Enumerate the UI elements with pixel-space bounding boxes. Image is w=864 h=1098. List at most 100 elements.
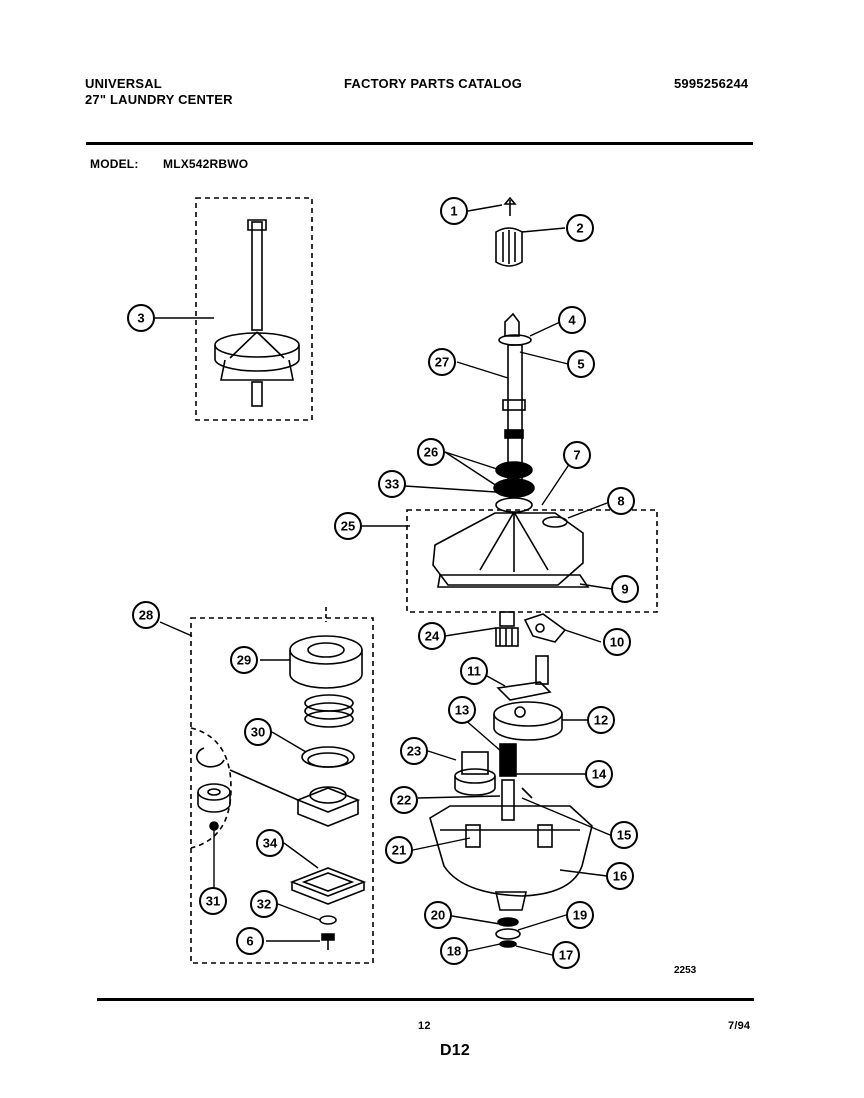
callout-12: 12 <box>587 706 615 734</box>
callout-label: 30 <box>251 725 265 740</box>
callout-circle <box>603 628 631 656</box>
callout-33: 33 <box>378 470 406 498</box>
callout-label: 28 <box>139 608 153 623</box>
callout-2: 2 <box>566 214 594 242</box>
callout-18: 18 <box>440 937 468 965</box>
spring-part <box>304 694 354 728</box>
callout-label: 22 <box>397 793 411 808</box>
shaft-part-22 <box>501 779 533 821</box>
callout-1: 1 <box>440 197 468 225</box>
callout-circle <box>244 718 272 746</box>
callout-circle <box>567 350 595 378</box>
washer-part-32 <box>319 915 337 925</box>
callout-label: 15 <box>617 828 631 843</box>
callout-circle <box>428 348 456 376</box>
seal-part-29 <box>289 635 363 689</box>
callout-30: 30 <box>244 718 272 746</box>
callout-label: 5 <box>577 357 584 372</box>
callout-label: 19 <box>573 908 587 923</box>
footer-rule <box>97 998 754 1001</box>
callout-10: 10 <box>603 628 631 656</box>
callout-label: 17 <box>559 948 573 963</box>
callout-label: 6 <box>246 934 253 949</box>
callout-21: 21 <box>385 836 413 864</box>
callout-4: 4 <box>558 306 586 334</box>
callout-23: 23 <box>400 737 428 765</box>
callout-circle <box>236 927 264 955</box>
callout-label: 32 <box>257 897 271 912</box>
gearcase-part-16 <box>429 805 593 911</box>
drive-shaft <box>493 312 535 513</box>
callout-label: 2 <box>576 221 583 236</box>
callout-circle <box>400 737 428 765</box>
callout-label: 12 <box>594 713 608 728</box>
callout-circle <box>417 438 445 466</box>
callout-circle <box>250 890 278 918</box>
callout-27: 27 <box>428 348 456 376</box>
snap-ring <box>195 747 225 768</box>
callout-29: 29 <box>230 646 258 674</box>
crank-part-11 <box>496 655 552 701</box>
callout-16: 16 <box>606 862 634 890</box>
callout-circle <box>230 646 258 674</box>
callout-label: 34 <box>263 836 278 851</box>
callout-circle <box>440 937 468 965</box>
callout-circle <box>127 304 155 332</box>
callout-label: 33 <box>385 477 399 492</box>
callout-31: 31 <box>199 887 227 915</box>
callout-17: 17 <box>552 941 580 969</box>
callout-circle <box>610 821 638 849</box>
callout-circle <box>448 696 476 724</box>
page-number: 12 <box>418 1020 431 1032</box>
callout-34: 34 <box>256 829 284 857</box>
callout-25: 25 <box>334 512 362 540</box>
callout-circle <box>606 862 634 890</box>
pinion-part-24 <box>495 611 519 647</box>
callout-label: 3 <box>137 311 144 326</box>
agitator-shaft-assembly <box>214 219 300 407</box>
callout-circle <box>611 575 639 603</box>
gear-part-23 <box>454 751 496 796</box>
model-label: MODEL: <box>90 157 139 171</box>
callout-label: 18 <box>447 944 461 959</box>
callout-7: 7 <box>563 441 591 469</box>
callout-label: 23 <box>407 744 421 759</box>
callout-circle <box>334 512 362 540</box>
callout-label: 8 <box>617 494 624 509</box>
callout-label: 11 <box>467 664 481 679</box>
callout-14: 14 <box>585 760 613 788</box>
ring-part-30 <box>301 746 355 768</box>
callout-circle <box>390 786 418 814</box>
gearcase-cover <box>432 511 590 588</box>
callout-6: 6 <box>236 927 264 955</box>
callout-label: 25 <box>341 519 355 534</box>
callout-32: 32 <box>250 890 278 918</box>
callout-label: 20 <box>431 908 445 923</box>
callout-label: 10 <box>610 635 624 650</box>
callout-label: 13 <box>455 703 469 718</box>
callout-label: 29 <box>237 653 251 668</box>
callout-circle <box>440 197 468 225</box>
callout-11: 11 <box>460 657 488 685</box>
section-code: D12 <box>440 1042 470 1059</box>
callout-label: 14 <box>592 767 607 782</box>
callout-label: 24 <box>425 629 440 644</box>
detail-circle <box>190 727 232 849</box>
callout-circle <box>566 214 594 242</box>
callout-circle <box>587 706 615 734</box>
group-box-3 <box>195 197 313 421</box>
catalog-title: FACTORY PARTS CATALOG <box>344 76 523 91</box>
callout-circle <box>132 601 160 629</box>
catalog-number: 5995256244 <box>674 76 749 91</box>
callout-24: 24 <box>418 622 446 650</box>
callout-circle <box>378 470 406 498</box>
callout-label: 4 <box>568 313 576 328</box>
callout-label: 26 <box>424 445 438 460</box>
callout-circle <box>199 887 227 915</box>
callout-circle <box>607 487 635 515</box>
pad-part-34 <box>289 867 367 905</box>
callout-9: 9 <box>611 575 639 603</box>
bearing-part <box>197 783 231 813</box>
callout-circle <box>566 901 594 929</box>
callout-13: 13 <box>448 696 476 724</box>
